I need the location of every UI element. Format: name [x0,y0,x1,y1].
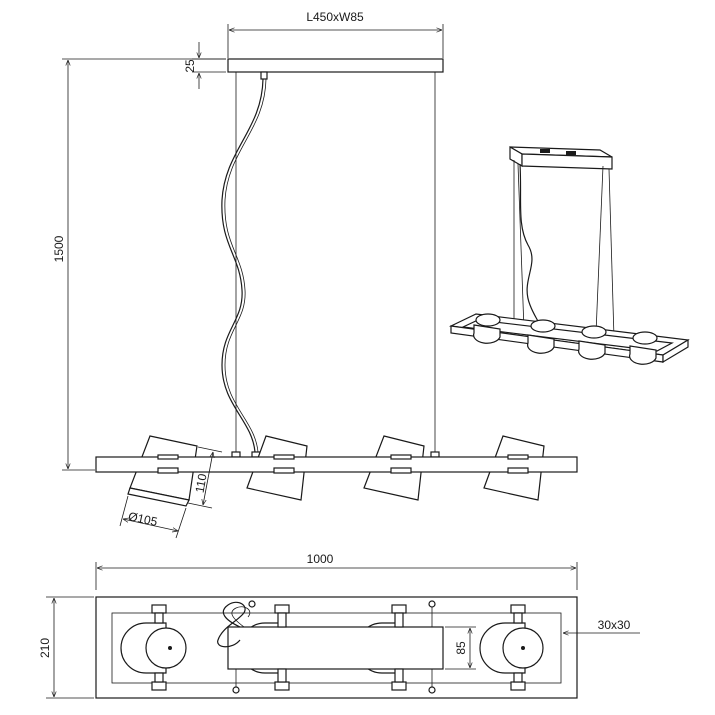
light-bar [95,456,578,473]
dim-canopy-size: L450xW85 [306,10,364,24]
dim-shade-height: 110 [193,472,210,494]
canopy [227,58,444,73]
plan-coiled-cord [217,601,246,648]
dim-shade-diameter: Ø105 [127,509,159,529]
plan-view [95,596,578,699]
dim-total-height: 1500 [52,235,66,262]
dim-bar-length: 1000 [307,552,334,566]
plan-inner-frame [111,612,562,684]
dim-frame-width: 210 [38,638,52,658]
front-view [95,58,578,507]
dim-canopy-height: 25 [183,59,197,73]
dimensions-front: L450xW85 25 1500 110 Ø105 1000 [52,10,578,590]
power-cord [221,78,264,453]
dimensions-plan: 210 85 30x30 [38,596,640,699]
dim-inner-plate-width: 85 [454,641,468,655]
perspective-view [448,145,690,365]
plan-centre-plate [227,626,444,670]
plan-spot-4 [479,622,544,674]
plan-spot-1 [120,622,187,674]
dim-profile-section: 30x30 [598,618,631,632]
